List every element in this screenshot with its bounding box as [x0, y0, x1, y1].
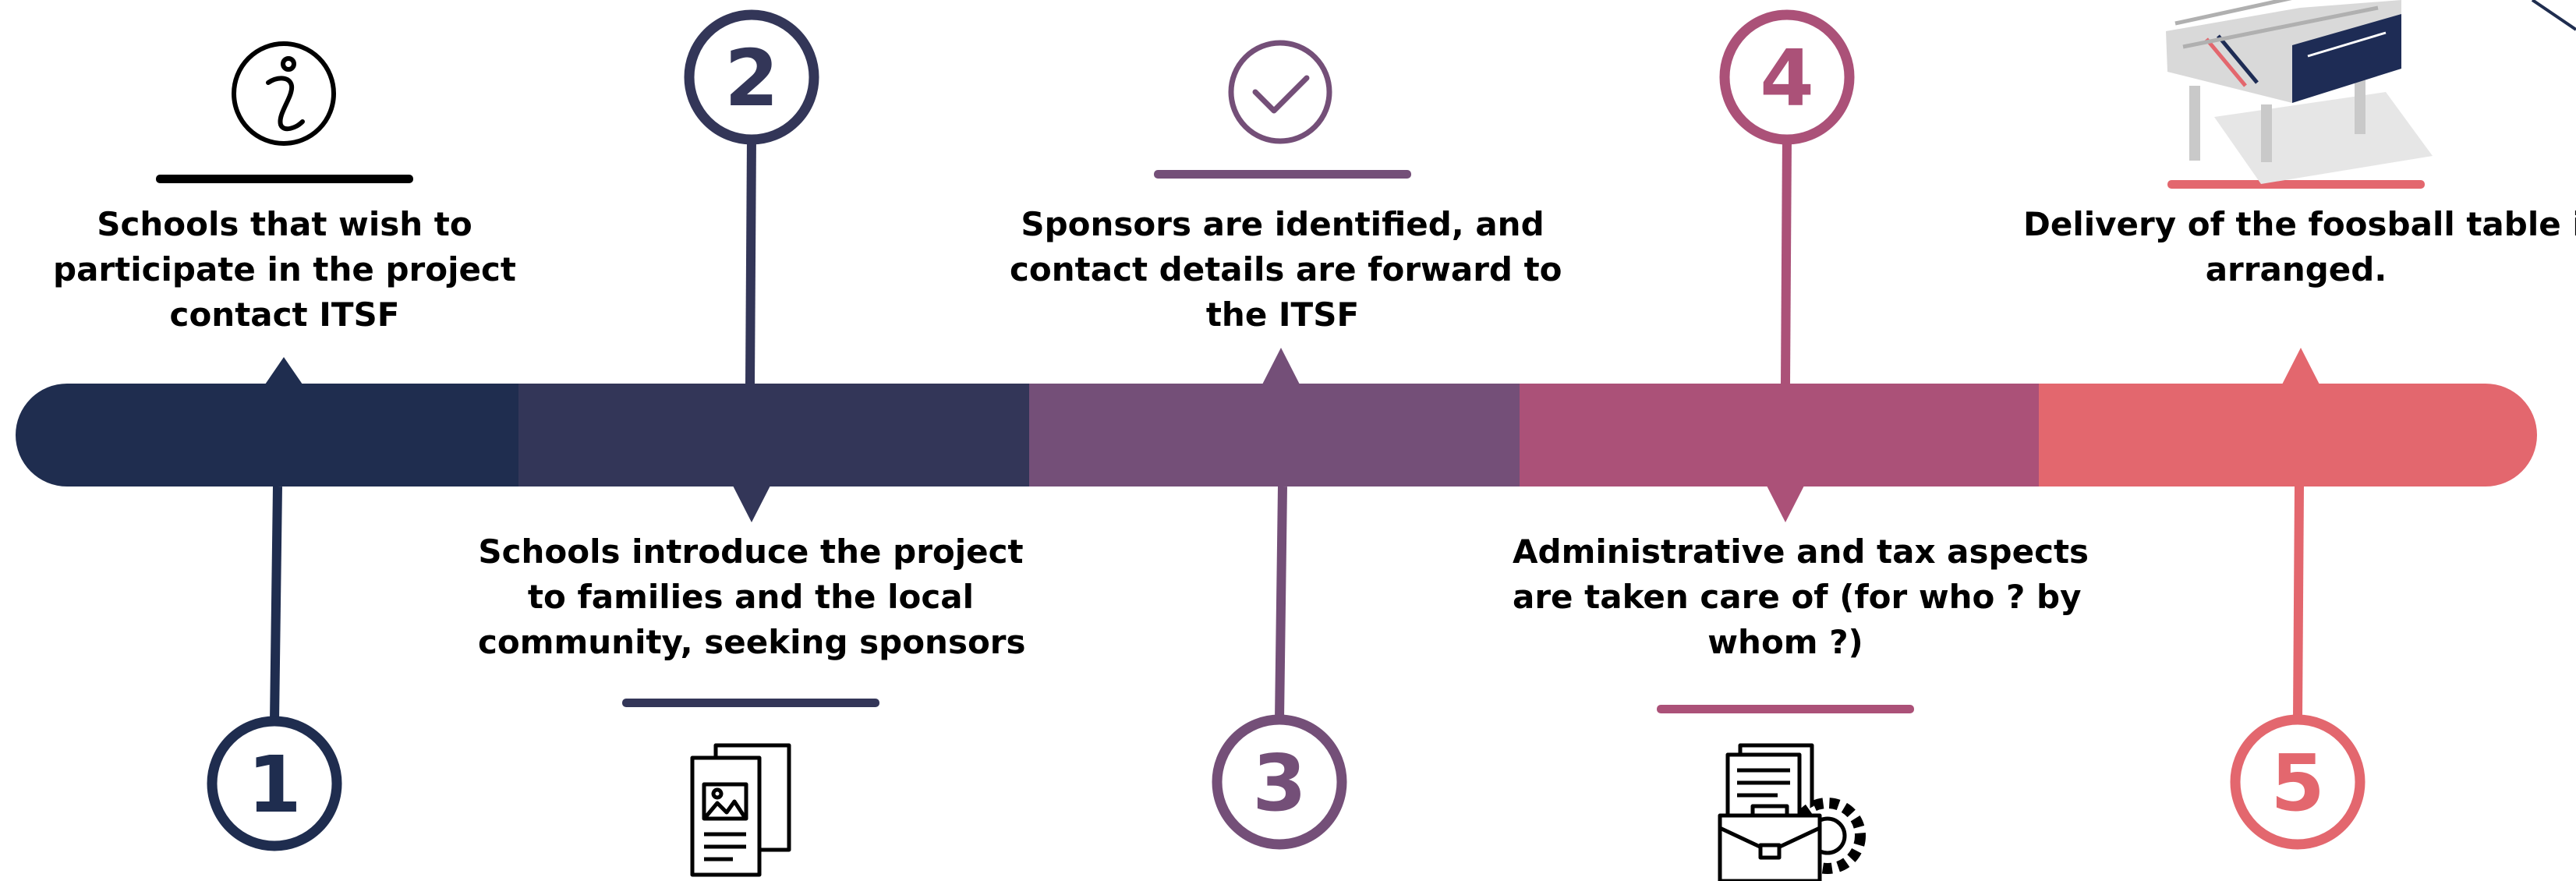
step-3-caption: Sponsors are identified, and contact det…: [1010, 202, 1562, 338]
step-2-caption-line-3: community, seeking sponsors: [478, 623, 1026, 661]
timeline-segment-1: [16, 384, 519, 486]
step-5-pointer: [2282, 348, 2319, 384]
info-icon: [232, 41, 336, 146]
timeline-segment-3: [1029, 384, 1520, 486]
foosball-table-image: [2166, 0, 2433, 184]
timeline-segment-5: [2039, 384, 2537, 486]
step-1-connector: [270, 486, 282, 722]
step-2-caption-line-2: to families and the local: [527, 578, 975, 616]
corner-accent-line: [2531, 0, 2576, 31]
step-5-connector: [2293, 486, 2304, 720]
step-1-caption: Schools that wish to participate in the …: [12, 202, 557, 338]
step-4-divider: [1657, 705, 1914, 713]
step-4-caption-line-2: are taken care of (for who ? by: [1513, 578, 2082, 616]
step-5-number: 5: [2270, 738, 2325, 829]
step-2-connector: [745, 136, 756, 384]
step-2-marker: 2: [684, 9, 819, 145]
step-5-caption-line-2: arranged.: [2205, 250, 2387, 288]
step-4-number: 4: [1760, 33, 1814, 124]
step-2-divider: [622, 699, 879, 707]
step-2-caption: Schools introduce the project to familie…: [478, 529, 1026, 665]
step-2-number: 2: [724, 33, 779, 124]
step-5-caption: Delivery of the foosball table is arrang…: [2023, 202, 2576, 292]
step-5-caption-line-1: Delivery of the foosball table is: [2023, 205, 2576, 243]
step-1-caption-line-1: Schools that wish to: [97, 205, 472, 243]
step-4-pointer: [1767, 486, 1804, 522]
step-1-caption-line-3: contact ITSF: [169, 295, 400, 334]
step-5-divider: [2167, 180, 2425, 189]
step-3-divider: [1154, 170, 1411, 179]
step-3-caption-line-2: contact details are forward to: [1010, 250, 1562, 288]
timeline-segment-2: [518, 384, 1030, 486]
step-3-number: 3: [1252, 738, 1307, 829]
step-1-caption-line-2: participate in the project: [53, 250, 516, 288]
step-3-pointer: [1262, 348, 1300, 384]
step-4-marker: 4: [1719, 9, 1855, 145]
check-circle-icon: [1228, 40, 1332, 144]
step-4-caption: Administrative and tax aspects are taken…: [1513, 529, 2089, 665]
timeline-bar: [16, 384, 2537, 486]
step-1-number: 1: [247, 739, 302, 830]
step-3-connector: [1275, 486, 1287, 720]
step-3-caption-line-3: the ITSF: [1205, 295, 1360, 334]
step-1-pointer: [265, 357, 303, 384]
step-4-caption-line-1: Administrative and tax aspects: [1513, 532, 2089, 571]
step-2-pointer: [733, 486, 770, 522]
step-3-caption-line-1: Sponsors are identified, and: [1021, 205, 1545, 243]
step-1-marker: 1: [207, 716, 342, 851]
brochure-icon: [690, 743, 791, 877]
briefcase-gear-icon: [1718, 743, 1866, 881]
step-4-connector: [1781, 136, 1792, 384]
timeline-segment-4: [1520, 384, 2040, 486]
step-3-marker: 3: [1212, 714, 1347, 850]
step-4-caption-line-3: whom ?): [1707, 623, 1863, 661]
step-5-marker: 5: [2230, 714, 2365, 850]
step-2-caption-line-1: Schools introduce the project: [478, 532, 1024, 571]
step-1-divider: [156, 175, 413, 183]
